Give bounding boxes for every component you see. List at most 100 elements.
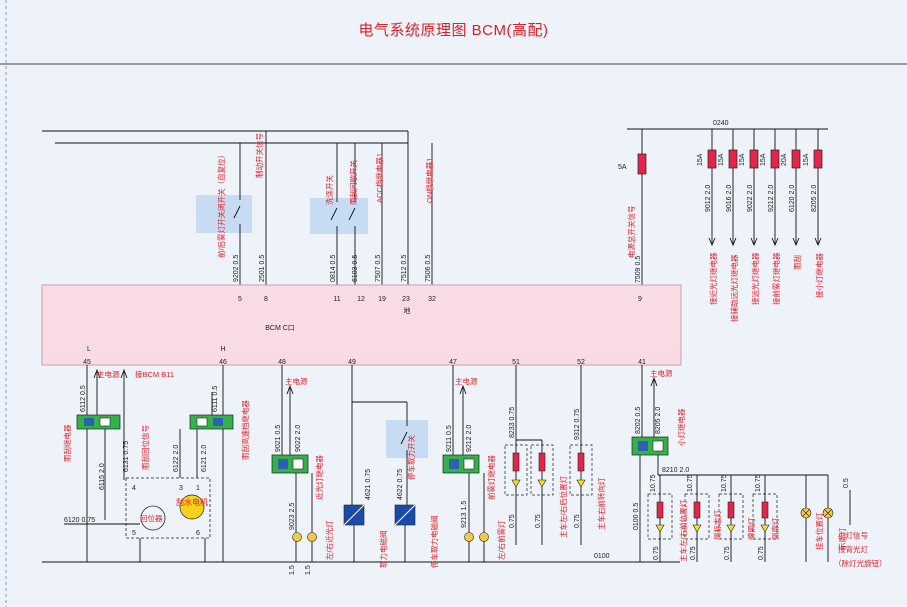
fuse xyxy=(728,149,738,169)
pin-mark-l: L xyxy=(87,346,91,353)
wiper-label: 雨刮 xyxy=(792,255,802,270)
wiper-int-label: 雨刮间歇开关 xyxy=(348,160,358,205)
wire-7506: 7506 0.5 xyxy=(425,255,432,282)
fog-switch-contact xyxy=(233,205,241,219)
wire-9012: 9012 2.0 xyxy=(705,185,712,212)
wire-7509: 7509 0.5 xyxy=(635,256,642,283)
bcm-pin-51: 51 xyxy=(512,359,520,366)
pto-switch-label: 停车取力开关 xyxy=(406,435,416,480)
wiper-relay-label: 雨刮继电器 xyxy=(62,424,72,462)
diagram-title: 电气系统原理图 BCM(高配) xyxy=(358,22,549,39)
relay-coil xyxy=(84,418,94,426)
bcm-pin-32: 32 xyxy=(428,296,436,303)
wire-9022b: 9022 2.0 xyxy=(295,425,302,452)
wiper-high-relay-label: 雨刮高速档继电器 xyxy=(240,400,250,460)
wire-6121: 6121 2.0 xyxy=(201,445,208,472)
wire-2501: 2501 0.5 xyxy=(259,255,266,282)
fuse-rating: 15A xyxy=(803,153,810,166)
fuse xyxy=(707,149,717,169)
wire-gauge: 10.75 xyxy=(755,474,762,492)
wire-9212: 9212 2.0 xyxy=(768,185,775,212)
bcm-ground-label: 地 xyxy=(404,306,411,315)
wire-9021: 9021 0.5 xyxy=(275,425,282,452)
brake-label: 制动开关信号 xyxy=(254,133,264,178)
wire-4622: 4622 0.75 xyxy=(397,469,404,500)
led-lamp xyxy=(655,524,665,533)
wiper-motor-label: 刮水电机 xyxy=(176,497,208,507)
fuse-column-3: 15A 9022 2.0 接远光灯继电器 xyxy=(739,129,760,305)
indicator-label: 示廓灯 xyxy=(837,527,847,550)
wire-gauge: 0.75 xyxy=(724,546,731,560)
wash-switch-box xyxy=(310,198,368,234)
fuse-rating: 15A xyxy=(760,153,767,166)
fuse-column-4: 15A 9212 2.0 接前雾灯继电器 xyxy=(760,129,781,305)
fuse-rating: 15A xyxy=(718,153,725,166)
wire-0100a: 0100 0.5 xyxy=(633,503,640,530)
bcm-pin-41: 41 xyxy=(638,359,646,366)
bcm-pin-9: 9 xyxy=(638,296,642,303)
far-relay-label: 接远光灯继电器 xyxy=(750,252,760,305)
wiper-motor xyxy=(179,494,205,520)
lamp xyxy=(292,532,302,542)
wire-9213: 9213 1.5 xyxy=(461,501,468,528)
wiper-relay xyxy=(76,414,121,430)
wire-8205b: 8205 2.0 xyxy=(655,407,662,434)
fuse-5a xyxy=(637,153,647,175)
wire-8233: 8233 0.75 xyxy=(509,407,516,438)
bcm-b11-label: 接BCM B11 xyxy=(135,369,174,379)
wire-gauge: 0.75 xyxy=(574,514,581,528)
fuse xyxy=(749,149,759,169)
knob-label: （除灯光旋钮） xyxy=(834,558,887,568)
led-lamp xyxy=(692,524,702,533)
fuse-rating: 15A xyxy=(739,153,746,166)
return-pos-label: 回位器 xyxy=(140,513,163,523)
trailer-pos-label: 挂车位置灯 xyxy=(814,512,824,550)
wire-7507: 7507 0.5 xyxy=(375,255,382,282)
bcm-pin-47: 47 xyxy=(449,359,457,366)
wire-6103: 6103 0.5 xyxy=(352,255,359,282)
side-pos-label: 主车左/右后位置灯 xyxy=(558,475,568,538)
wire-6122: 6122 2.0 xyxy=(173,445,180,472)
wire-gauge: 0.75 xyxy=(758,546,765,560)
wire-9312: 9312 0.75 xyxy=(574,409,581,440)
wire-6112: 6112 0.5 xyxy=(80,385,87,412)
main-pos-front-label: 主车左/右前位置灯 xyxy=(678,499,688,562)
fuse xyxy=(770,149,780,169)
lamp xyxy=(307,532,317,542)
wire-6120b: 6120 0.75 xyxy=(64,517,95,524)
fuse-column-6: 15A 8205 2.0 接小灯继电器 xyxy=(803,129,824,298)
wire-9211: 9211 0.5 xyxy=(446,425,453,452)
wiper-int-contact xyxy=(348,207,356,221)
bcm-pin-48: 48 xyxy=(278,359,286,366)
return-position-circle xyxy=(140,505,166,531)
bcm-pin-8: 8 xyxy=(264,296,268,303)
pto-valve2-label: 停车取力电磁阀 xyxy=(429,516,439,569)
bcm-pin-19: 19 xyxy=(378,296,386,303)
on-label: ON档继电器1 xyxy=(424,158,434,203)
aux-far-relay-label: 接辅助远光灯继电器 xyxy=(729,254,739,322)
wire-8210: 8210 2.0 xyxy=(662,467,689,474)
small-light-relay-label2: 小灯继电器 xyxy=(676,408,686,446)
wire-gauge: 0.75 xyxy=(690,546,697,560)
relay-contact xyxy=(99,417,111,427)
wire-9023: 9023 2.5 xyxy=(289,503,296,530)
main-power-label-3: 主电源 xyxy=(455,376,478,386)
lr-low-beam-label: 左/右近光灯 xyxy=(324,520,334,560)
lamp-fuse xyxy=(656,501,664,519)
fuse-column-2: 15A 9016 2.0 接辅助远光灯继电器 xyxy=(718,129,739,322)
wire-0100: 0100 xyxy=(594,553,610,560)
pto-valve-label: 取力电磁阀 xyxy=(378,531,388,569)
motor-pin-3: 3 xyxy=(179,485,183,492)
wash-label: 洗涤开关 xyxy=(324,175,334,205)
fuse-5a-label: 5A xyxy=(618,164,627,171)
wire-8205: 8205 2.0 xyxy=(811,185,818,212)
lamp-fuse xyxy=(761,501,769,519)
bcm-pin-12: 12 xyxy=(357,296,365,303)
wire-gauge: 10.75 xyxy=(721,474,728,492)
front-fog-relay-label: 接前雾灯继电器 xyxy=(771,252,781,305)
fog-relay-label: 前雾灯继电器 xyxy=(486,455,496,500)
bcm-pin-23: 23 xyxy=(402,296,410,303)
fog-switch-label: 前/后雾灯开关闭开关（自复位） xyxy=(216,151,226,258)
lr-fog-label: 左/右前雾灯 xyxy=(496,520,506,560)
